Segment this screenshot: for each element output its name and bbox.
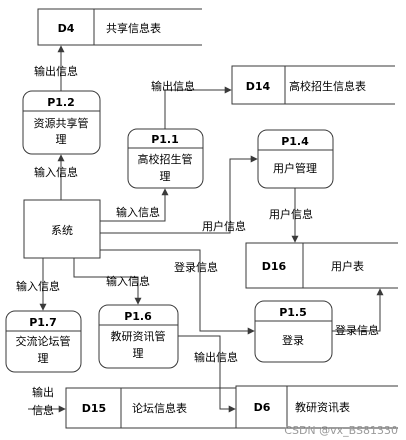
- datastore-d15: D15 论坛信息表: [65, 387, 236, 429]
- watermark: CSDN @vx_BS81330: [284, 424, 398, 437]
- process-p12-name-line1: 资源共享管: [34, 116, 89, 130]
- flow-system-to-p16: [73, 258, 142, 305]
- process-p14-name: 用户管理: [273, 161, 317, 175]
- datastore-d15-name: 论坛信息表: [132, 401, 187, 415]
- datastore-d6: D6 教研资讯表: [235, 385, 398, 429]
- flow-system-to-p15: [100, 249, 255, 335]
- process-p11: P1.1 高校招生管 理: [127, 128, 204, 189]
- flow-system-to-p14-label: 用户信息: [202, 219, 246, 233]
- process-p16: P1.6 教研资讯管 理: [98, 304, 179, 369]
- datastore-d4: D4 共享信息表: [37, 8, 202, 46]
- process-p16-name-line1: 教研资讯管: [111, 329, 166, 343]
- process-p17: P1.7 交流论坛管 理: [5, 310, 82, 373]
- datastore-d6-name: 教研资讯表: [295, 400, 350, 414]
- process-p17-name-line2: 理: [38, 352, 49, 365]
- datastore-d16: D16 用户表: [245, 242, 398, 289]
- process-p14: P1.4 用户管理: [257, 129, 334, 189]
- datastore-d16-name: 用户表: [331, 259, 364, 273]
- system-entity: 系统: [23, 199, 101, 259]
- flow-p11-to-d14: [164, 86, 232, 129]
- flow-p16-to-d6: [178, 335, 236, 413]
- datastore-d14: D14 高校招生信息表: [231, 65, 395, 105]
- flow-system-to-p16-label: 输入信息: [106, 274, 150, 288]
- process-p11-name-line1: 高校招生管: [138, 152, 193, 166]
- process-p15-name: 登录: [282, 333, 304, 347]
- flow-system-to-p11: [100, 188, 169, 222]
- process-p11-id: P1.1: [151, 133, 179, 146]
- datastore-d14-id: D14: [246, 80, 271, 93]
- flow-p14-to-d16-label: 用户信息: [269, 207, 313, 221]
- process-p11-name-line2: 理: [160, 170, 171, 183]
- datastore-d16-id: D16: [262, 260, 287, 273]
- process-p15: P1.5 登录: [254, 300, 333, 363]
- system-entity-label: 系统: [51, 224, 73, 237]
- datastore-d14-name: 高校招生信息表: [289, 79, 366, 93]
- process-p16-id: P1.6: [124, 310, 152, 323]
- datastore-d4-name: 共享信息表: [106, 21, 161, 35]
- flow-system-to-p11-label: 输入信息: [116, 205, 160, 219]
- process-p12: P1.2 资源共享管 理: [22, 90, 101, 155]
- datastore-d15-id: D15: [82, 402, 106, 415]
- flow-p15-to-d16-label: 登录信息: [335, 323, 379, 337]
- flow-into-d15-label-line2: 信息: [32, 403, 54, 417]
- process-p17-id: P1.7: [29, 316, 57, 329]
- datastore-d4-id: D4: [58, 22, 75, 35]
- flow-system-to-p17-label: 输入信息: [16, 279, 60, 293]
- flow-p12-to-d4-label: 输出信息: [34, 64, 78, 78]
- flow-p15-to-d16: [332, 288, 384, 332]
- process-p16-name-line2: 理: [133, 347, 144, 360]
- flow-into-d15-label-line1: 输出: [32, 385, 54, 399]
- flow-system-to-p14: [100, 155, 258, 234]
- flow-p11-to-d14-label: 输出信息: [151, 79, 195, 93]
- datastore-d6-id: D6: [254, 401, 271, 414]
- process-p12-id: P1.2: [47, 96, 75, 109]
- process-p15-id: P1.5: [279, 306, 307, 319]
- process-p17-name-line1: 交流论坛管: [16, 334, 71, 348]
- flow-system-to-p15-label: 登录信息: [174, 260, 218, 274]
- process-p12-name-line2: 理: [56, 133, 67, 146]
- flow-p16-to-d6-label: 输出信息: [194, 350, 238, 364]
- process-p14-id: P1.4: [281, 135, 309, 148]
- flow-system-to-p12-label: 输入信息: [34, 165, 78, 179]
